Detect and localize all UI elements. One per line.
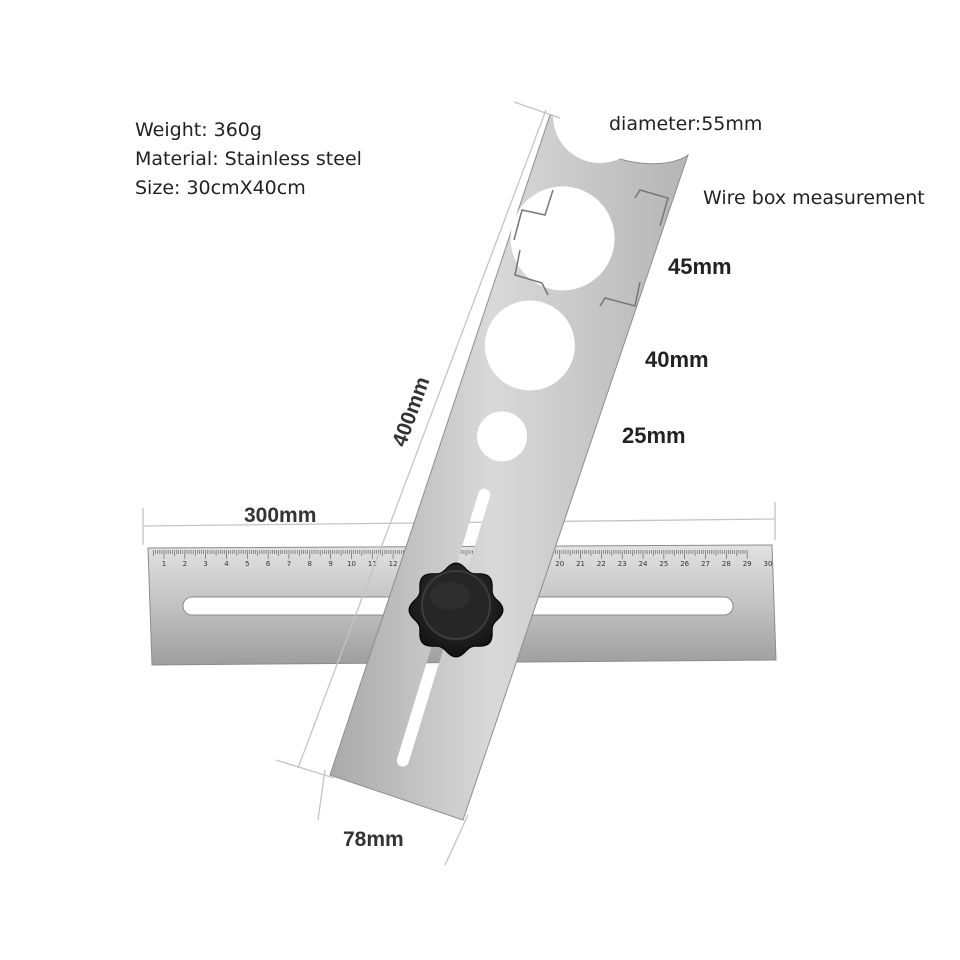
ruler-number: 2 [183,560,187,568]
ruler-number: 12 [389,560,398,568]
ruler-number: 8 [308,560,312,568]
ruler-number: 21 [576,560,585,568]
ruler-number: 3 [203,560,207,568]
wire-box-marks [513,189,669,307]
spec-material: Material: Stainless steel [135,148,362,170]
ruler-number: 22 [597,560,606,568]
ruler-number: 9 [328,560,332,568]
spec-size: Size: 30cmX40cm [135,177,306,199]
label-hole-45: 45mm [668,254,732,279]
ruler-number: 23 [618,560,627,568]
label-wire-box: Wire box measurement [703,187,925,209]
vertical-bar [329,114,689,821]
ruler-number: 20 [555,560,564,568]
label-400mm: 400mm [388,374,434,450]
star-knob-icon[interactable] [408,562,504,658]
ruler-number: 28 [722,560,731,568]
ruler-number: 11 [368,560,377,568]
label-diameter: diameter:55mm [609,113,762,135]
ruler-number: 24 [639,560,648,568]
label-hole-40: 40mm [645,347,709,372]
ruler-number: 4 [224,560,229,568]
label-300mm: 300mm [244,504,316,527]
ruler-number: 27 [701,560,710,568]
ruler-number: 6 [266,560,271,568]
ruler-number: 30 [764,560,773,568]
ruler-number: 7 [287,560,291,568]
ruler-number: 26 [680,560,689,568]
ruler-number: 10 [347,560,356,568]
ruler-number: 1 [162,560,166,568]
ruler-number: 25 [659,560,668,568]
label-hole-25: 25mm [622,423,686,448]
ruler-number: 5 [245,560,249,568]
ruler-number: 29 [743,560,752,568]
dimension-78mm [317,769,469,866]
spec-weight: Weight: 360g [135,119,262,141]
label-78mm: 78mm [343,828,404,851]
